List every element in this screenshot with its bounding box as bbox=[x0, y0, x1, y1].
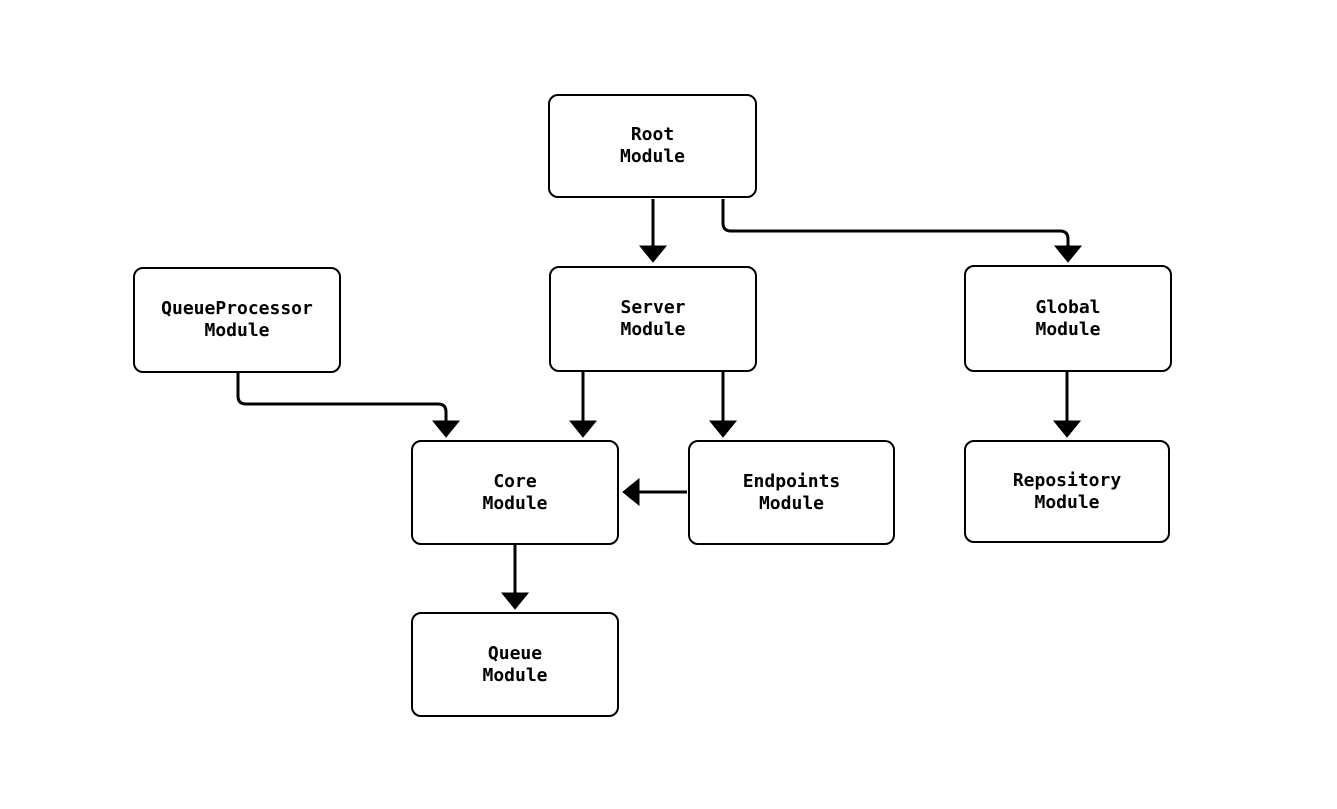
node-label-repository: Repository Module bbox=[1012, 469, 1122, 513]
node-repository-module: Repository Module bbox=[964, 440, 1170, 543]
edge-queueprocessor-to-core bbox=[236, 373, 446, 436]
node-core-module: Core Module bbox=[411, 440, 619, 545]
edge-root-to-global bbox=[721, 199, 1068, 261]
node-global-module: Global Module bbox=[964, 265, 1172, 372]
node-label-queueprocessor: QueueProcessor Module bbox=[161, 298, 313, 341]
node-server-module: Server Module bbox=[549, 266, 757, 372]
node-label-endpoints: Endpoints Module bbox=[742, 470, 841, 514]
node-root-module: Root Module bbox=[548, 94, 757, 198]
node-label-global: Global Module bbox=[1035, 296, 1101, 340]
node-label-core: Core Module bbox=[482, 470, 548, 514]
node-label-server: Server Module bbox=[620, 297, 686, 340]
node-endpoints-module: Endpoints Module bbox=[688, 440, 895, 545]
node-queueprocessor-module: QueueProcessor Module bbox=[133, 267, 341, 373]
node-label-root: Root Module bbox=[619, 124, 686, 167]
node-label-queue: Queue Module bbox=[482, 642, 548, 686]
node-queue-module: Queue Module bbox=[411, 612, 619, 717]
